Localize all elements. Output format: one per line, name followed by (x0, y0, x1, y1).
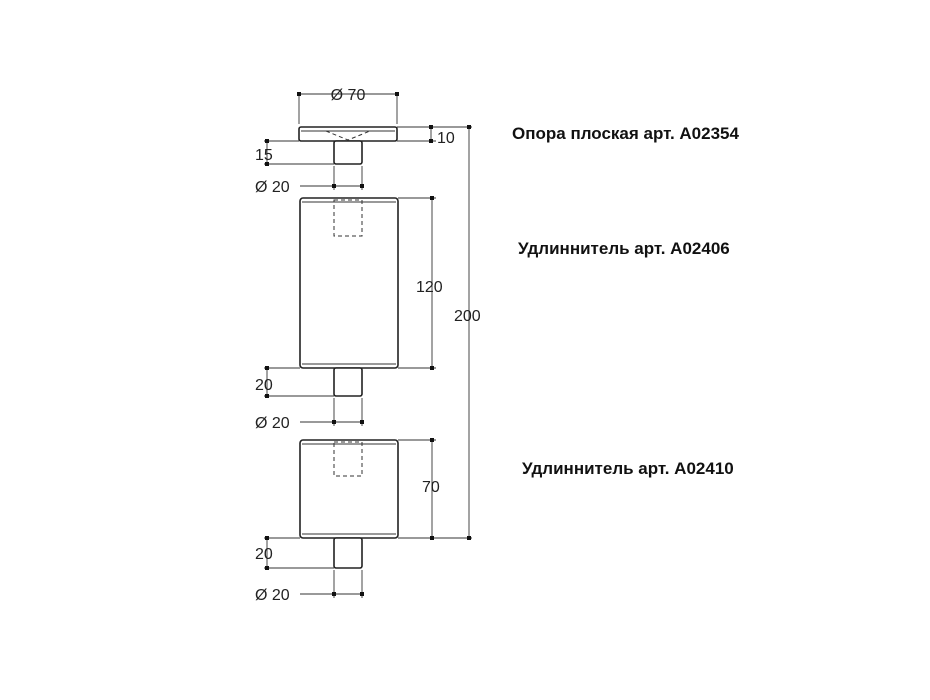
dimension-lines (264, 92, 472, 598)
extension-70-stem (333, 537, 363, 569)
flat-support-part (298, 126, 398, 165)
label-flat-support: Опора плоская арт. A02354 (512, 124, 739, 143)
dim-stem-diameter-3: Ø 20 (255, 587, 290, 604)
extension-120-hidden-socket (333, 199, 363, 237)
dim-total-height: 200 (454, 308, 481, 325)
extension-120-stem (333, 367, 363, 397)
extension-120-part (299, 197, 399, 397)
extension-120-body (299, 197, 399, 369)
dim-stem-diameter-1: Ø 20 (255, 179, 290, 196)
dim-body-height-1: 120 (416, 279, 443, 296)
dim-top-height: 10 (437, 130, 455, 147)
dim-stem-length-top: 15 (255, 147, 273, 164)
extension-70-part (299, 439, 399, 569)
support-disc-hidden-cone (325, 130, 371, 141)
dim-stem-length-2: 20 (255, 546, 273, 563)
dim-top-diameter: Ø 70 (331, 87, 366, 104)
extension-70-body (299, 439, 399, 539)
dim-stem-diameter-2: Ø 20 (255, 415, 290, 432)
support-disc (298, 126, 398, 142)
extension-70-hidden-socket (333, 441, 363, 477)
dim-body-height-2: 70 (422, 479, 440, 496)
support-stem (333, 140, 363, 165)
label-extension-a02410: Удлиннитель арт. A02410 (522, 459, 734, 478)
dim-stem-length-1: 20 (255, 377, 273, 394)
label-extension-a02406: Удлиннитель арт. A02406 (518, 239, 730, 258)
